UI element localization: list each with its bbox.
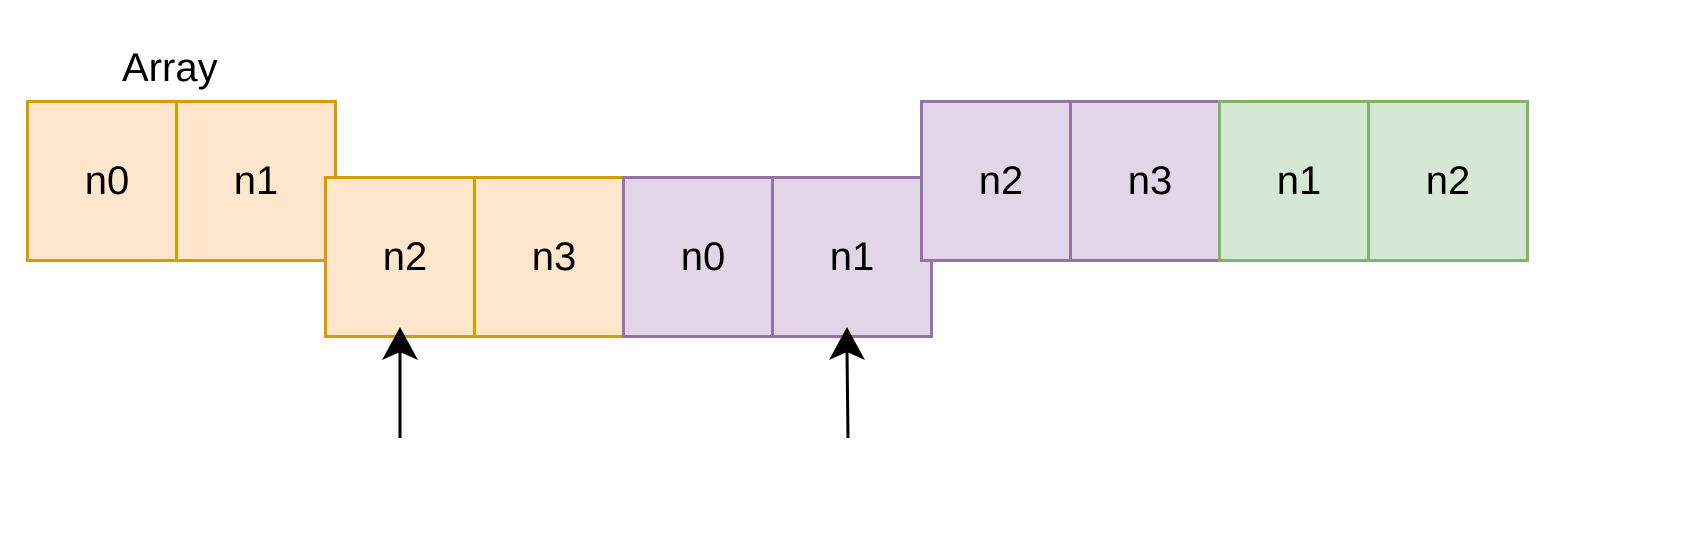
array-cell: n1: [771, 176, 933, 338]
array-cell: n3: [473, 176, 635, 338]
array-cell: n1: [175, 100, 337, 262]
pointer-arrow-left: [382, 327, 418, 438]
array-cell: n0: [26, 100, 188, 262]
array-cell: n2: [1367, 100, 1529, 262]
array-cell: n1: [1218, 100, 1380, 262]
diagram-title: Array: [122, 46, 218, 90]
pointer-arrow-right: [829, 327, 865, 439]
array-cell: n3: [1069, 100, 1231, 262]
array-cell: n2: [324, 176, 486, 338]
array-cell: n0: [622, 176, 784, 338]
array-cell: n2: [920, 100, 1082, 262]
